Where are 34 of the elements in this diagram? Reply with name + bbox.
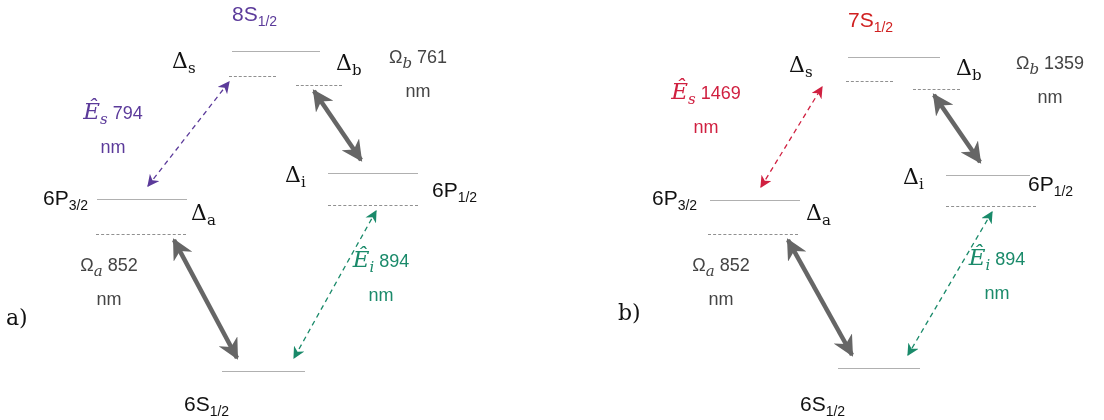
transition-arrow (907, 210, 993, 357)
state-label: 8S$_{1/2}$ (232, 2, 278, 30)
transition-label: Ω$_{a}$ 852 nm (691, 254, 751, 312)
transition-arrow (293, 209, 377, 360)
state-label: 7S$_{1/2}$ (848, 8, 894, 36)
transition-label: Ê$_{i}$ 894 nm (351, 245, 411, 308)
detuning-label: Δ$_{b}$ (336, 50, 362, 80)
state-label: 6S$_{1/2}$ (184, 392, 230, 420)
detuning-label: Δ$_{a}$ (806, 200, 831, 230)
transition-arrow (760, 86, 823, 188)
transition-label: Ê$_{s}$ 794 nm (82, 97, 144, 160)
transition-arrow (312, 89, 363, 162)
transition-arrow (932, 93, 982, 164)
transition-arrow (147, 81, 230, 187)
detuning-label: Δ$_{i}$ (903, 164, 924, 194)
detuning-label: a) (6, 305, 28, 330)
detuning-label: Δ$_{a}$ (191, 200, 216, 230)
detuning-label: Δ$_{b}$ (956, 55, 982, 85)
transition-arrow (786, 238, 854, 357)
detuning-label: Δ$_{s}$ (789, 52, 813, 82)
detuning-label: Δ$_{s}$ (172, 48, 196, 78)
transition-label: Ê$_{s}$ 1469 nm (670, 77, 742, 140)
transition-label: Ω$_{a}$ 852 nm (79, 254, 139, 312)
state-label: 6P$_{3/2}$ (43, 186, 89, 214)
transition-label: Ω$_{b}$ 761 nm (387, 46, 449, 104)
transition-arrow (172, 238, 239, 360)
detuning-label: Δ$_{i}$ (285, 162, 306, 192)
state-label: 6P$_{1/2}$ (1028, 172, 1074, 200)
state-label: 6P$_{1/2}$ (432, 178, 478, 206)
state-label: 6S$_{1/2}$ (800, 392, 846, 420)
detuning-label: b) (618, 300, 641, 325)
state-label: 6P$_{3/2}$ (652, 186, 698, 214)
transition-label: Ω$_{b}$ 1359 nm (1014, 52, 1086, 110)
transition-label: Ê$_{i}$ 894 nm (967, 243, 1027, 306)
